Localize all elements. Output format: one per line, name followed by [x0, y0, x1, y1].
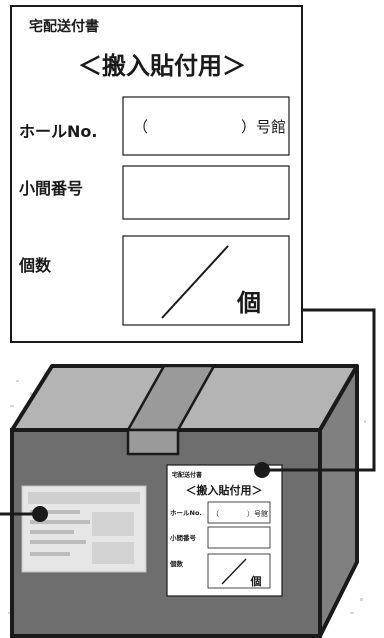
small-hall-suffix: ）号館 [247, 509, 268, 518]
small-count-field [207, 553, 271, 589]
cardboard-box [10, 364, 359, 638]
large-hall-field [122, 96, 290, 156]
large-count-unit: 個 [236, 289, 261, 317]
large-hall-label: ホールNo. [19, 122, 97, 141]
small-hall-label: ホールNo. [170, 509, 202, 517]
small-booth-field [207, 526, 271, 549]
large-form-subtitle: ＜搬入貼付用＞ [78, 52, 246, 80]
small-count-slash [221, 558, 247, 585]
connector-dot-existing-label [32, 506, 48, 522]
large-booth-label: 小間番号 [19, 179, 83, 198]
connector-dot-small-form [254, 462, 270, 478]
large-hall-open-paren: （ [133, 118, 148, 136]
small-hall-field [207, 501, 271, 524]
large-count-slash [161, 245, 229, 319]
existing-shipping-label [21, 485, 147, 573]
small-booth-label: 小間番号 [169, 533, 197, 542]
large-hall-suffix: ）号館 [241, 118, 286, 136]
small-form-card: 宅配送付書 ＜搬入貼付用＞ ホールNo. （ ）号館 小間番号 個数 個 [166, 464, 283, 597]
large-count-label: 個数 [18, 256, 52, 275]
small-hall-open-paren: （ [212, 510, 219, 518]
existing-label-band [28, 492, 140, 504]
connector-form-to-box [262, 308, 376, 472]
box-front-tape [126, 428, 180, 456]
small-count-unit: 個 [250, 574, 262, 588]
small-form-title: 宅配送付書 [172, 471, 202, 479]
large-count-field [122, 235, 290, 326]
large-form-card: 宅配送付書 ＜搬入貼付用＞ ホールNo. （ ）号館 小間番号 個数 個 [10, 5, 303, 343]
large-booth-field [122, 165, 290, 220]
small-count-label: 個数 [169, 559, 184, 568]
box-edge-detail [37, 365, 53, 389]
large-form-title: 宅配送付書 [29, 18, 99, 35]
small-form-subtitle: ＜搬入貼付用＞ [186, 483, 263, 497]
